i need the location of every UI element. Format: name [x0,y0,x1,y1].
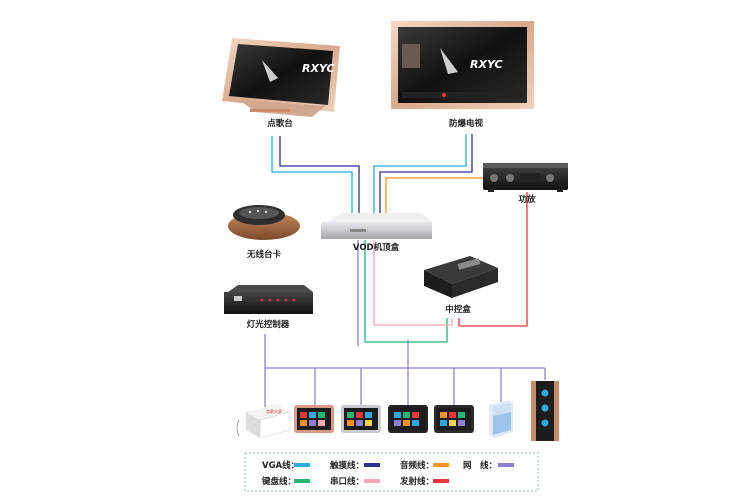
tv-logo: RXYC [470,58,503,71]
legend-label-touch: 触摸线： [329,460,364,471]
touch-line-tv [379,134,473,213]
transmit-line [458,192,528,327]
control-box: 中控盒 [424,256,498,315]
console-logo: RXYC [302,62,335,75]
legend-label-transmit: 发射线： [399,476,434,487]
vga-line-tv [373,134,467,213]
legend-swatch-keyboard [294,479,310,483]
panel-box-text: 点歌大屏 [266,408,282,414]
tablet-pink [294,405,334,433]
legend-item-transmit: 发射线： [399,476,449,487]
connection-lines [264,134,546,410]
legend-item-serial: 串口线： [330,476,380,487]
light-controller: 灯光控制器 [224,285,313,330]
legend-swatch-audio [433,463,449,467]
serial-line [373,240,453,326]
legend-item-keyboard: 键盘线： [261,476,310,487]
legend-label-audio: 音频线： [400,460,434,471]
legend-item-audio: 音频线： [400,460,449,471]
tower-speaker [531,381,559,441]
legend-swatch-touch [364,463,380,467]
touch-line-console [279,136,360,213]
tv-label: 防爆电视 [449,118,484,129]
legend-item-network: 网 线： [463,460,514,471]
legend-swatch-serial [364,479,380,483]
legend-swatch-network [498,463,514,467]
light-controller-label: 灯光控制器 [247,319,290,330]
keyboard-line [364,240,448,343]
song-panel-box: 点歌大屏 [236,404,291,439]
touch-console: RXYC 点歌台 [222,38,340,129]
wall-panel [489,400,513,438]
legend-label-serial: 串口线： [330,476,364,487]
legend-swatch-transmit [433,479,449,483]
vod-box-label: VOD机顶盒 [353,242,400,253]
legend-item-vga: VGA线： [262,460,310,471]
tablet-black [388,405,428,433]
console-label: 点歌台 [267,118,293,129]
legend-label-vga: VGA线： [262,460,299,471]
amplifier: 功放 [483,163,568,205]
legend-item-touch: 触摸线： [329,460,380,471]
amplifier-label: 功放 [518,194,536,205]
explosion-proof-tv: RXYC 防爆电视 [391,21,534,129]
vga-line-console [271,136,353,213]
tablet-silver [341,405,381,433]
audio-line [385,177,487,213]
legend-label-keyboard: 键盘线： [261,476,296,487]
wireless-card-label: 无线台卡 [246,249,282,260]
control-box-label: 中控盒 [445,304,471,315]
legend-swatch-vga [294,463,310,467]
legend: VGA线： 触摸线： 音频线： 网 线： 键盘线： 串口线： 发射线： [244,452,539,492]
tablet-black-2 [434,405,474,433]
wireless-card: 无线台卡 [228,205,300,260]
vod-set-top-box: VOD机顶盒 [321,213,432,253]
legend-label-network: 网 线： [463,460,497,471]
